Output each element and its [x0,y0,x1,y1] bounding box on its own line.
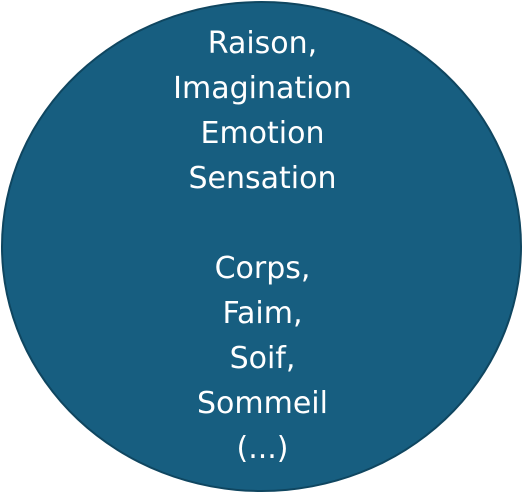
line-emotion: Emotion [200,116,325,151]
line-faim: Faim, [222,296,303,331]
line-sensation: Sensation [188,161,337,196]
body-needs-group: Corps, Faim, Soif, Sommeil (...) [0,246,525,471]
line-imagination: Imagination [173,71,352,106]
line-raison: Raison, [207,26,318,61]
line-soif: Soif, [229,341,296,376]
line-ellipsis: (...) [236,431,289,466]
mind-faculties-group: Raison, Imagination Emotion Sensation [0,21,525,201]
line-sommeil: Sommeil [197,386,328,421]
line-corps: Corps, [214,251,311,286]
